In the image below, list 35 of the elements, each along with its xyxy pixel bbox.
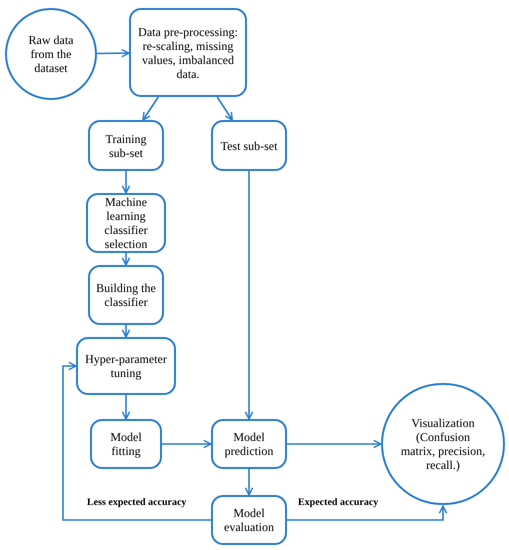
edge-label: Expected accuracy (298, 498, 378, 508)
arrow (122, 395, 130, 420)
arrow (142, 96, 159, 121)
process-box (211, 120, 287, 171)
process-box (129, 8, 247, 97)
node-text: Hyper-parameter tuning (84, 352, 168, 380)
arrow (122, 171, 130, 194)
node-text: Machine learning classifier selection (103, 195, 149, 251)
node-text: Raw data from the dataset (28, 33, 74, 75)
arrow (122, 325, 130, 338)
node-text: Model evaluation (223, 506, 275, 534)
node-text: Model prediction (224, 430, 274, 458)
arrow (62, 362, 211, 521)
node-text: Test sub-set (220, 138, 278, 152)
node-text: Visualization (Confusion matrix, precision, recall.) (400, 416, 486, 472)
node-text: Data pre-processing: re-scaling, missing values, imbalanced data. (137, 24, 239, 80)
process-box (76, 337, 176, 395)
process-box (86, 193, 166, 253)
process-box (211, 495, 287, 545)
arrow (244, 469, 254, 496)
node-text: Model fitting (109, 430, 143, 458)
node-text: Training sub-set (104, 132, 148, 160)
arrow (216, 96, 234, 121)
arrow (244, 171, 254, 420)
process-box (88, 120, 164, 171)
arrow (287, 440, 382, 448)
process-box (90, 419, 162, 469)
edge-label: Less expected accuracy (87, 498, 186, 508)
node-text: Building the classifier (95, 281, 157, 309)
process-box (88, 265, 164, 325)
arrow (96, 48, 130, 58)
arrow (287, 505, 448, 521)
process-box (211, 419, 287, 469)
arrow (162, 440, 212, 448)
arrow (122, 253, 130, 266)
